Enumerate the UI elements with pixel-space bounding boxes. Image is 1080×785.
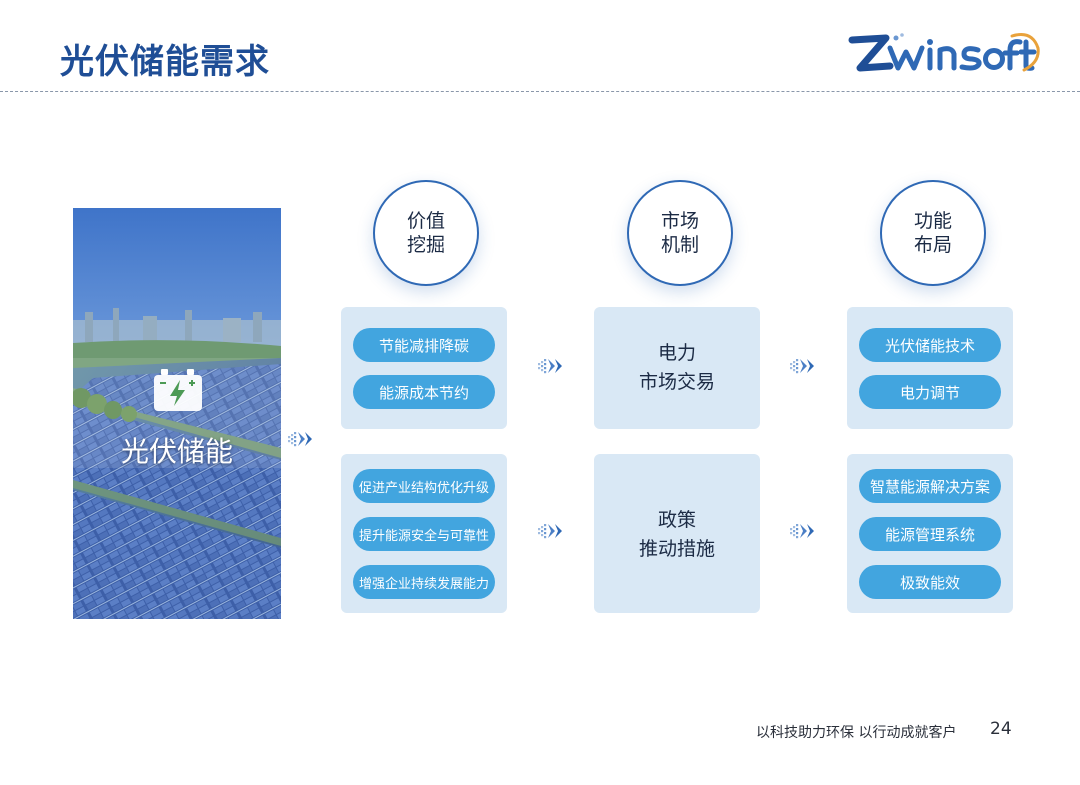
flow-arrow-icon — [288, 432, 312, 447]
value-pill: 能源成本节约 — [353, 375, 495, 409]
market-bottom-box: 政策 推动措施 — [594, 454, 760, 613]
flow-arrow-icon — [538, 359, 562, 374]
value-pill: 节能减排降碳 — [353, 328, 495, 362]
header-divider — [0, 91, 1080, 92]
value-top-box: 节能减排降碳 能源成本节约 — [341, 307, 507, 429]
function-pill: 极致能效 — [859, 565, 1001, 599]
page-title: 光伏储能需求 — [60, 42, 270, 82]
battery-charge-icon — [152, 368, 204, 414]
market-text: 政策 — [657, 509, 696, 531]
company-logo — [846, 28, 1042, 84]
flow-arrow-icon — [538, 524, 562, 539]
function-pill: 能源管理系统 — [859, 517, 1001, 551]
category-line: 机制 — [660, 234, 699, 256]
market-text: 市场交易 — [638, 371, 715, 393]
value-pill: 增强企业持续发展能力 — [353, 565, 495, 599]
function-pill: 光伏储能技术 — [859, 328, 1001, 362]
function-bottom-box: 智慧能源解决方案 能源管理系统 极致能效 — [847, 454, 1013, 613]
category-line: 功能 — [913, 210, 952, 232]
solar-farm-photo: 光伏储能 — [73, 208, 281, 619]
value-pill: 提升能源安全与可靠性 — [353, 517, 495, 551]
footer-slogan: 以科技助力环保 以行动成就客户 — [756, 725, 957, 741]
value-pill: 促进产业结构优化升级 — [353, 469, 495, 503]
flow-arrow-icon — [790, 359, 814, 374]
category-line: 市场 — [660, 210, 699, 232]
category-line: 价值 — [406, 210, 445, 232]
photo-label: 光伏储能 — [120, 435, 233, 468]
function-pill: 电力调节 — [859, 375, 1001, 409]
flow-arrow-icon — [790, 524, 814, 539]
category-value-mining: 价值 挖掘 — [373, 180, 479, 286]
function-top-box: 光伏储能技术 电力调节 — [847, 307, 1013, 429]
market-top-box: 电力 市场交易 — [594, 307, 760, 429]
function-pill: 智慧能源解决方案 — [859, 469, 1001, 503]
value-bottom-box: 促进产业结构优化升级 提升能源安全与可靠性 增强企业持续发展能力 — [341, 454, 507, 613]
category-line: 布局 — [913, 234, 952, 256]
market-text: 推动措施 — [638, 538, 715, 560]
category-line: 挖掘 — [406, 234, 445, 256]
category-function-layout: 功能 布局 — [880, 180, 986, 286]
market-text: 电力 — [657, 342, 696, 364]
page-number: 24 — [990, 719, 1012, 739]
category-market-mechanism: 市场 机制 — [627, 180, 733, 286]
